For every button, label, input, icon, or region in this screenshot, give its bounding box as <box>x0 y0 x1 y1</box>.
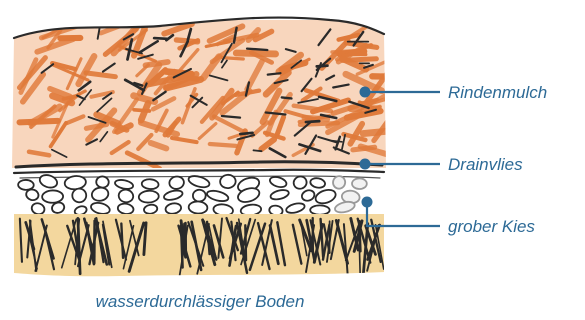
bark-chip-outline <box>247 49 267 50</box>
gravel-stone <box>270 188 290 201</box>
gravel-stone <box>42 190 63 203</box>
gravel-stone <box>96 176 110 188</box>
gravel-stone <box>206 189 229 203</box>
gravel-stone <box>30 202 46 216</box>
gravel-stone <box>117 203 134 215</box>
gravel-stone <box>118 189 134 204</box>
gravel-stone <box>163 189 183 202</box>
permeable-soil-layer <box>12 212 386 278</box>
bark-chip-outline <box>254 150 262 151</box>
gravel-stone <box>300 189 315 203</box>
gravel-stone <box>334 200 356 214</box>
bark-mulch-layer <box>12 18 397 170</box>
bark-chip-outline <box>306 121 319 122</box>
gravel-stone <box>18 180 34 190</box>
bark-chip <box>20 121 58 122</box>
bark-chip <box>304 118 327 120</box>
gravel-stone <box>310 205 329 215</box>
gravel-stone <box>38 173 59 190</box>
gravel-stone <box>285 202 305 215</box>
gravel-stone <box>141 179 158 190</box>
bark-chip <box>363 131 394 134</box>
gravel-stone <box>138 190 159 203</box>
gravel-stone <box>219 174 236 189</box>
gravel-stone <box>310 177 326 189</box>
bark-chip-outline <box>282 97 292 98</box>
label-coarse-gravel: grober Kies <box>448 217 535 236</box>
gravel-stone <box>165 202 182 215</box>
label-drain-fleece: Drainvlies <box>448 155 523 174</box>
bark-chip-outline <box>154 38 167 39</box>
gravel-stone <box>91 186 110 202</box>
bark-chip <box>222 58 243 59</box>
gravel-stone <box>269 175 288 189</box>
label-bark-mulch: Rindenmulch <box>448 83 547 102</box>
gravel-stone <box>292 175 308 191</box>
gravel-stone <box>72 188 86 202</box>
caption-permeable-soil: wasserdurchlässiger Boden <box>96 292 305 311</box>
coarse-gravel-layer <box>18 173 367 217</box>
gravel-stone <box>314 187 338 205</box>
gravel-stone <box>114 178 134 190</box>
gravel-stone <box>143 204 158 215</box>
bark-chip-outline <box>317 66 328 67</box>
bark-chip-outline <box>240 133 252 134</box>
gravel-stone <box>90 201 111 216</box>
gravel-stone <box>193 189 206 201</box>
bark-chip-outline <box>268 73 281 74</box>
gravel-stone <box>352 178 367 189</box>
gravel-stone <box>188 201 207 214</box>
bark-chip <box>145 62 167 65</box>
gravel-stone <box>168 175 184 190</box>
bark-chip <box>134 110 149 111</box>
bark-chip <box>210 144 236 146</box>
bark-chip <box>178 75 197 79</box>
